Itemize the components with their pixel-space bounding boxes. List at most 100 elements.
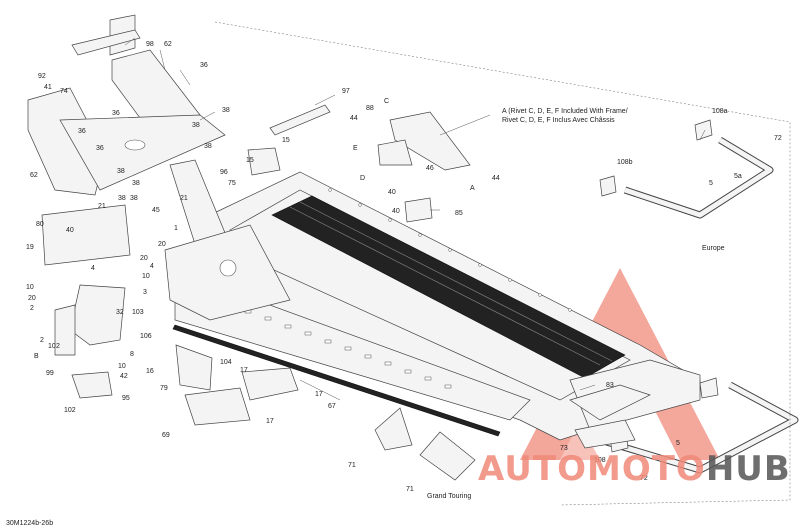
diagram-code: 30M1224b-26b (6, 520, 53, 527)
callout: 36 (112, 110, 120, 117)
note-line-2: Rivet C, D, E, F Inclus Avec Châssis (502, 117, 615, 124)
callout: 5 (676, 440, 680, 447)
callout: 21 (180, 195, 188, 202)
callout: 99 (46, 370, 54, 377)
callout: 67 (328, 403, 336, 410)
callout: 88 (366, 105, 374, 112)
callout: 72 (640, 475, 648, 482)
assembly-guide-line (214, 21, 791, 506)
callout: 21 (98, 203, 106, 210)
callout: 103 (132, 309, 144, 316)
callout: 2 (56, 343, 60, 350)
callout: A (470, 185, 475, 192)
callout: 32 (116, 309, 124, 316)
callout: 19 (26, 244, 34, 251)
callout: 92 (38, 73, 46, 80)
callout: 17 (315, 391, 323, 398)
callout: 15 (246, 157, 254, 164)
callout: 69 (162, 432, 170, 439)
note-line-1: A (Rivet C, D, E, F Included With Frame/ (502, 108, 628, 115)
note-block: A (Rivet C, D, E, F Included With Frame/… (502, 108, 628, 124)
tunnel-frame (209, 171, 701, 441)
callout: 2 (30, 305, 34, 312)
callout: 3 (143, 289, 147, 296)
callout: 98 (146, 41, 154, 48)
callout: 102 (64, 407, 76, 414)
callout: 38 (117, 168, 125, 175)
callout: 38 (130, 195, 138, 202)
callout: 8 (130, 351, 134, 358)
callout: 108b (617, 159, 633, 166)
front-frame (27, 14, 291, 321)
callout: B (34, 353, 39, 360)
callout: 72 (774, 135, 782, 142)
callout: 36 (78, 128, 86, 135)
callout: 20 (158, 241, 166, 248)
label-europe: Europe (702, 245, 725, 252)
callout: 10 (26, 284, 34, 291)
callout: 4 (150, 263, 154, 270)
callout: 2 (40, 337, 44, 344)
callout: 4 (91, 265, 95, 272)
callout: 38 (192, 122, 200, 129)
callout: 38 (222, 107, 230, 114)
watermark-text: AUTOMOTOHUB (478, 449, 791, 489)
callout: 1 (174, 225, 178, 232)
callout: 95 (122, 395, 130, 402)
callout: 36 (200, 62, 208, 69)
callout: 40 (392, 208, 400, 215)
callout: 40 (66, 227, 74, 234)
callout: 10 (142, 273, 150, 280)
callout: 83 (606, 382, 614, 389)
watermark-word-1: AUTO (478, 449, 587, 489)
callout: 73 (560, 445, 568, 452)
watermark-word-2: MOTO (587, 449, 706, 489)
svg-text:AUTOMOTOHUB: AUTOMOTOHUB (478, 449, 791, 489)
callout: 44 (350, 115, 358, 122)
callout: 20 (28, 295, 36, 302)
callout: 80 (36, 221, 44, 228)
callout: 44 (492, 175, 500, 182)
rear-bumper-europe (599, 119, 774, 219)
callout: 38 (118, 195, 126, 202)
label-grand-touring: Grand Touring (427, 493, 471, 500)
watermark-word-3: HUB (706, 449, 791, 489)
upper-right-brackets (247, 104, 471, 223)
callout-labels: 98 62 92 41 74 36 36 36 38 38 38 36 38 3… (26, 41, 782, 493)
callout: 71 (348, 462, 356, 469)
callout: 108 (594, 457, 606, 464)
callout: 96 (220, 169, 228, 176)
callout: 104 (220, 359, 232, 366)
callout: 74 (60, 88, 68, 95)
callout: 75 (228, 180, 236, 187)
callout: 85 (455, 210, 463, 217)
callout: 15 (282, 137, 290, 144)
callout: 10 (118, 363, 126, 370)
callout: 45 (152, 207, 160, 214)
callout: 46 (426, 165, 434, 172)
callout: 40 (388, 189, 396, 196)
callout: 17 (266, 418, 274, 425)
left-brackets (54, 284, 299, 426)
callout: 62 (30, 172, 38, 179)
callout: 42 (120, 373, 128, 380)
callout: 106 (140, 333, 152, 340)
callout: 38 (132, 180, 140, 187)
callout: 79 (160, 385, 168, 392)
callout: 71 (406, 486, 414, 493)
callout: 20 (140, 255, 148, 262)
callout: C (384, 98, 389, 105)
callout: D (360, 175, 365, 182)
leader-lines (124, 37, 706, 401)
footrests (374, 384, 651, 481)
callout: 38 (204, 143, 212, 150)
callout: 108a (712, 108, 728, 115)
callout: 62 (164, 41, 172, 48)
callout: 97 (342, 88, 350, 95)
callout: E (353, 145, 358, 152)
callout: 5a (734, 173, 742, 180)
callout: 10 (48, 343, 56, 350)
callout: 17 (240, 367, 248, 374)
callout: 16 (146, 368, 154, 375)
